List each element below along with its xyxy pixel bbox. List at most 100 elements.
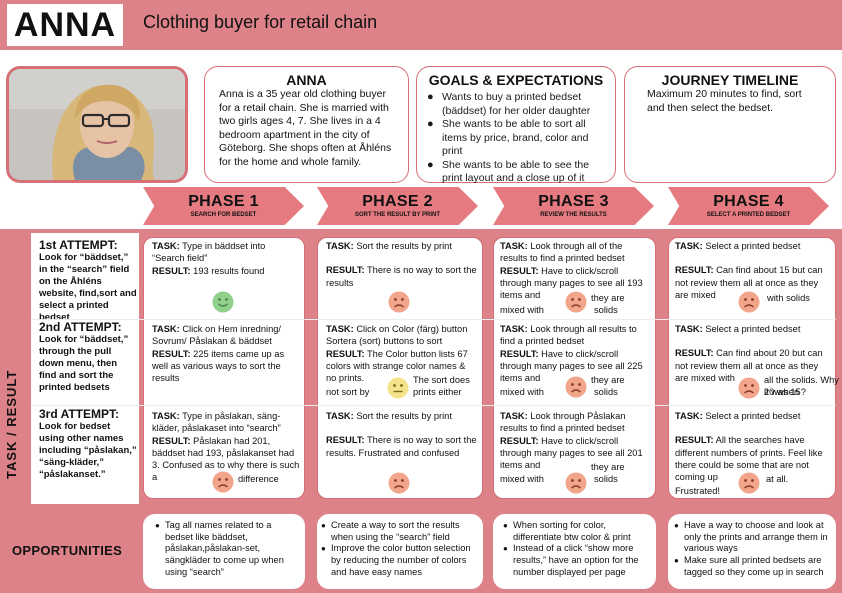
profile-card: ANNA Anna is a 35 year old clothing buye…: [204, 66, 409, 183]
cell-r2-p2-extra: The sort does: [413, 375, 470, 385]
cell-r3-p4-extra: at all.: [766, 474, 789, 484]
goals-list: Wants to buy a printed bedset (bäddset) …: [417, 88, 615, 186]
header-bar: [0, 0, 842, 50]
phase-title: PHASE 4: [713, 193, 784, 210]
phase-3-column: [493, 237, 656, 499]
opportunity-item: Create a way to sort the results when us…: [321, 520, 477, 543]
profile-title: ANNA: [286, 72, 327, 88]
opportunity-box-2: Create a way to sort the results when us…: [317, 514, 483, 589]
cell-r1-p3-extra: mixed with: [500, 305, 544, 315]
opportunity-item: Tag all names related to a bedset like b…: [155, 520, 299, 579]
task-result-label: TASK / RESULT: [4, 369, 19, 479]
cell-r2-p3-extra: they are: [591, 375, 625, 385]
phase-title: PHASE 3: [538, 193, 609, 210]
cell-r3-p1: TASK: Type in påslakan, säng-kläder, pås…: [152, 411, 300, 483]
cell-r2-p2-extra: not sort by: [326, 387, 370, 397]
cell-r1-p4: TASK: Select a printed bedset RESULT: Ca…: [675, 241, 823, 300]
cell-r2-p2-extra: prints either: [413, 387, 462, 397]
opportunity-item: Instead of a click “show more results,” …: [503, 543, 650, 578]
phase-subtitle: SELECT A PRINTED BEDSET: [706, 212, 791, 218]
phase-1-column: [143, 237, 305, 499]
opportunity-box-1: Tag all names related to a bedset like b…: [143, 514, 305, 589]
sad-face-icon: [565, 291, 587, 313]
attempt-title: 1st ATTEMPT:: [39, 238, 118, 252]
persona-subtitle: Clothing buyer for retail chain: [143, 12, 378, 32]
cell-r3-p3-extra: they are: [591, 462, 625, 472]
phase-subtitle: REVIEW THE RESULTS: [540, 212, 607, 218]
opportunity-box-3: When sorting for color, differentiate bt…: [493, 514, 656, 589]
attempt-title: 3rd ATTEMPT:: [39, 407, 119, 421]
neutral-face-icon: [387, 377, 409, 399]
attempts-column: 1st ATTEMPT: Look for “bäddset,” in the …: [31, 233, 139, 504]
attempt-text: Look for “bäddset,” in the “search” fiel…: [39, 252, 137, 323]
persona-name-box: ANNA: [7, 4, 123, 46]
timeline-text: Maximum 20 minutes to find, sort and the…: [647, 88, 802, 114]
cell-r1-p3-extra: they are: [591, 293, 625, 303]
cell-r2-p3-extra: mixed with: [500, 387, 544, 397]
opportunity-item: Have a way to choose and look at only th…: [674, 520, 832, 555]
opportunity-item: Improve the color button selection by re…: [321, 543, 477, 578]
phase-title: PHASE 2: [362, 193, 433, 210]
phase-subtitle: SEARCH FOR BEDSET: [190, 212, 257, 218]
cell-r2-p3-extra: solids: [594, 387, 618, 397]
sad-face-icon: [738, 291, 760, 313]
persona-name: ANNA: [13, 5, 117, 44]
goal-item: She wants to be able to see the print la…: [427, 159, 607, 186]
cell-r1-p1: TASK: Type in bäddset into “Search field…: [152, 241, 266, 276]
profile-description: Anna is a 35 year old clothing buyer for…: [219, 88, 392, 168]
phase-2-arrow: PHASE 2 SORT THE RESULT BY PRINT: [317, 187, 478, 225]
cell-r3-p2: TASK: Sort the results by print RESULT: …: [326, 411, 477, 458]
goals-card: GOALS & EXPECTATIONS Wants to buy a prin…: [416, 66, 616, 186]
cell-r1-p3-extra: solids: [594, 305, 618, 315]
phase-4-column: [668, 237, 836, 499]
cell-r2-p4: TASK: Select a printed bedset RESULT: Ca…: [675, 324, 823, 383]
attempt-text: Look for bedset using other names includ…: [39, 421, 137, 480]
row-divider: [31, 405, 836, 406]
sad-face-icon: [388, 291, 410, 313]
phase-subtitle: SORT THE RESULT BY PRINT: [354, 212, 441, 218]
phase-3-arrow: PHASE 3 REVIEW THE RESULTS: [493, 187, 654, 225]
goal-item: Wants to buy a printed bedset (bäddset) …: [427, 91, 607, 118]
goals-title: GOALS & EXPECTATIONS: [428, 72, 604, 88]
attempt-2: 2nd ATTEMPT: Look for “bäddset,” through…: [39, 320, 137, 394]
sad-face-icon: [565, 376, 587, 398]
cell-r3-p3: TASK: Look through Påslakan results to f…: [500, 411, 643, 471]
sad-face-icon: [738, 377, 760, 399]
cell-r2-p1: TASK: Click on Hem inredning/ Sovrum/ På…: [152, 324, 285, 384]
opportunities-label: OPPORTUNITIES: [12, 543, 123, 558]
phase-2-column: [317, 237, 483, 499]
timeline-card: JOURNEY TIMELINE Maximum 20 minutes to f…: [624, 66, 836, 183]
cell-r3-p3-extra: mixed with: [500, 474, 544, 484]
sad-face-icon: [738, 472, 760, 494]
persona-photo-frame: [6, 66, 188, 183]
persona-photo: [9, 69, 185, 180]
cell-r2-p4-extra: it was 15?: [764, 387, 806, 397]
sad-face-icon: [388, 472, 410, 494]
opportunity-item: Make sure all printed bedsets are tagged…: [674, 555, 832, 578]
attempt-text: Look for “bäddset,” through the pull dow…: [39, 334, 129, 393]
cell-r1-p2: TASK: Sort the results by print RESULT: …: [326, 241, 477, 288]
attempt-1: 1st ATTEMPT: Look for “bäddset,” in the …: [39, 238, 137, 324]
cell-r3-p4: TASK: Select a printed bedset RESULT: Al…: [675, 411, 823, 483]
goal-item: She wants to be able to sort all items b…: [427, 118, 607, 159]
phase-4-arrow: PHASE 4 SELECT A PRINTED BEDSET: [668, 187, 829, 225]
cell-r3-p1-extra: difference: [238, 474, 279, 484]
attempt-3: 3rd ATTEMPT: Look for bedset using other…: [39, 407, 137, 481]
opportunity-list: Have a way to choose and look at only th…: [668, 514, 836, 579]
sad-face-icon: [565, 472, 587, 494]
happy-face-icon: [212, 291, 234, 313]
sad-face-icon: [212, 471, 234, 493]
timeline-title: JOURNEY TIMELINE: [661, 72, 799, 88]
phase-1-arrow: PHASE 1 SEARCH FOR BEDSET: [143, 187, 304, 225]
cell-r2-p4-extra: all the solids. Why 20 when: [764, 375, 839, 398]
row-divider: [31, 319, 836, 320]
opportunity-box-4: Have a way to choose and look at only th…: [668, 514, 836, 589]
cell-r1-p3: TASK: Look through all of the results to…: [500, 241, 643, 301]
opportunity-list: Tag all names related to a bedset like b…: [143, 514, 305, 579]
cell-r1-p4-extra: with solids: [767, 293, 810, 303]
opportunity-item: When sorting for color, differentiate bt…: [503, 520, 650, 543]
side-label-column: TASK / RESULT: [0, 229, 31, 509]
cell-r3-p3-extra: solids: [594, 474, 618, 484]
attempt-title: 2nd ATTEMPT:: [39, 320, 122, 334]
cell-r2-p3: TASK: Look through all results to find a…: [500, 324, 643, 384]
